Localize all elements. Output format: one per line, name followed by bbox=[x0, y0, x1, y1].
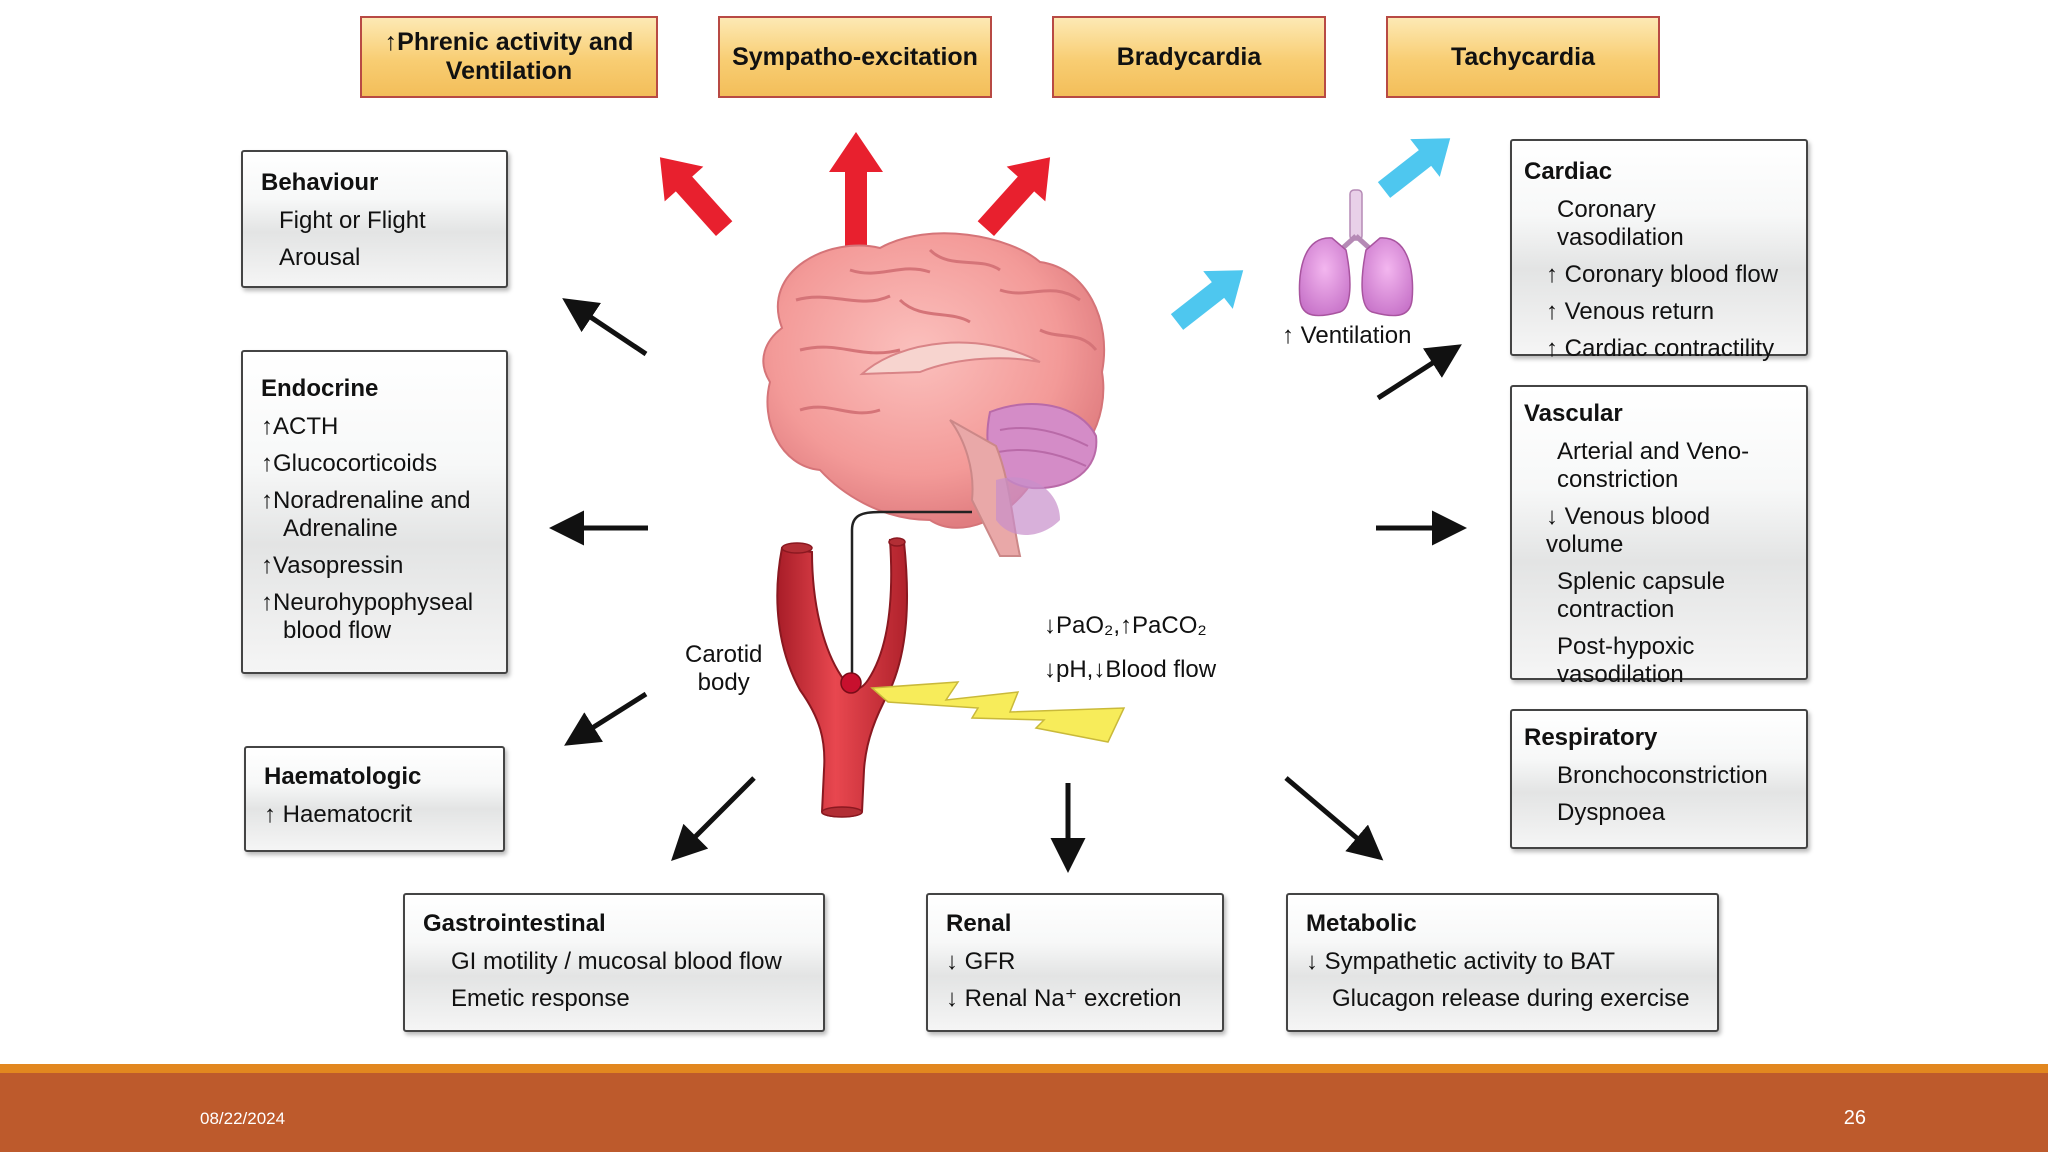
endocrine-item: ↑Noradrenaline and Adrenaline bbox=[261, 487, 471, 542]
top-effect-tachycardia: Tachycardia bbox=[1386, 16, 1660, 98]
red-arrow-icon bbox=[829, 132, 883, 262]
carotid-body-label: Carotid body bbox=[685, 641, 763, 696]
gastrointestinal-item: GI motility / mucosal blood flow bbox=[451, 948, 782, 975]
respiratory-title: Respiratory bbox=[1524, 724, 1658, 751]
vascular-item: Post-hypoxic vasodilation bbox=[1557, 633, 1695, 688]
stimuli-label-1: ↓PaO₂,↑PaCO₂ bbox=[1044, 612, 1207, 639]
carotid-body-icon bbox=[840, 672, 862, 694]
renal-box: Renal ↓ GFR ↓ Renal Na⁺ excretion bbox=[926, 893, 1224, 1032]
cardiac-title: Cardiac bbox=[1524, 158, 1613, 185]
behaviour-box: Behaviour Fight or Flight Arousal bbox=[241, 150, 508, 288]
arrow-to-haematologic bbox=[564, 691, 648, 746]
blue-arrow-icon bbox=[1170, 270, 1244, 330]
lungs-icon bbox=[1298, 189, 1414, 317]
respiratory-item: Bronchoconstriction bbox=[1557, 762, 1768, 789]
renal-title: Renal bbox=[946, 910, 1012, 937]
cardiac-item: ↑ Cardiac contractility bbox=[1546, 335, 1775, 362]
footer-date: 08/22/2024 bbox=[200, 1109, 286, 1128]
top-effect-bradycardia: Bradycardia bbox=[1052, 16, 1326, 98]
renal-item: ↓ GFR bbox=[946, 948, 1016, 975]
lightning-icon bbox=[870, 681, 1126, 743]
metabolic-item: ↓ Sympathetic activity to BAT bbox=[1306, 948, 1615, 975]
endocrine-title: Endocrine bbox=[261, 375, 379, 402]
metabolic-box: Metabolic ↓ Sympathetic activity to BAT … bbox=[1286, 893, 1719, 1032]
slide-footer: 08/22/2024 26 bbox=[0, 1073, 2048, 1152]
vascular-title: Vascular bbox=[1524, 400, 1623, 427]
red-arrow-icon bbox=[977, 157, 1051, 236]
behaviour-item: Arousal bbox=[279, 244, 361, 271]
gastrointestinal-title: Gastrointestinal bbox=[423, 910, 606, 937]
cardiac-item: Coronary vasodilation bbox=[1557, 196, 1684, 251]
ventilation-label: ↑ Ventilation bbox=[1282, 322, 1412, 349]
respiratory-item: Dyspnoea bbox=[1557, 799, 1666, 826]
top-effect-phrenic-ventilation: ↑Phrenic activity and Ventilation bbox=[360, 16, 658, 98]
arrow-to-metabolic bbox=[1284, 776, 1384, 861]
footer-accent-line bbox=[0, 1064, 2048, 1073]
blue-arrow-icon bbox=[1377, 138, 1451, 198]
cardiac-item: ↑ Coronary blood flow bbox=[1546, 261, 1779, 288]
haematologic-item: ↑ Haematocrit bbox=[264, 801, 413, 828]
endocrine-item: ↑Neurohypophyseal blood flow bbox=[261, 589, 474, 644]
arrow-to-gastrointestinal bbox=[671, 776, 756, 861]
cardiac-box: Cardiac Coronary vasodilation ↑ Coronary… bbox=[1510, 139, 1808, 362]
metabolic-item: Glucagon release during exercise bbox=[1332, 985, 1690, 1012]
vascular-item: ↓ Venous blood volume bbox=[1546, 503, 1711, 558]
stimuli-label-2: ↓pH,↓Blood flow bbox=[1044, 656, 1217, 683]
vascular-item: Arterial and Veno- constriction bbox=[1557, 438, 1750, 493]
haematologic-title: Haematologic bbox=[264, 763, 422, 790]
respiratory-box: Respiratory Bronchoconstriction Dyspnoea bbox=[1510, 709, 1808, 849]
endocrine-box: Endocrine ↑ACTH ↑Glucocorticoids ↑Noradr… bbox=[241, 350, 508, 674]
top-effect-sympatho-excitation: Sympatho-excitation bbox=[718, 16, 992, 98]
behaviour-item: Fight or Flight bbox=[279, 207, 426, 234]
red-arrow-icon bbox=[659, 157, 733, 236]
gastrointestinal-box: Gastrointestinal GI motility / mucosal b… bbox=[403, 893, 825, 1032]
arrow-to-behaviour bbox=[562, 298, 648, 357]
vascular-box: Vascular Arterial and Veno- constriction… bbox=[1510, 385, 1808, 688]
gastrointestinal-item: Emetic response bbox=[451, 985, 630, 1012]
arrow-to-cardiac bbox=[1376, 344, 1462, 401]
endocrine-item: ↑Vasopressin bbox=[261, 552, 404, 579]
metabolic-title: Metabolic bbox=[1306, 910, 1417, 937]
endocrine-item: ↑Glucocorticoids bbox=[261, 450, 438, 477]
renal-item: ↓ Renal Na⁺ excretion bbox=[946, 985, 1182, 1012]
behaviour-title: Behaviour bbox=[261, 169, 379, 196]
vascular-item: Splenic capsule contraction bbox=[1557, 568, 1726, 623]
haematologic-box: Haematologic ↑ Haematocrit bbox=[244, 746, 505, 852]
carotid-artery-icon bbox=[776, 537, 909, 818]
endocrine-item: ↑ACTH bbox=[261, 413, 339, 440]
footer-page-number: 26 bbox=[1843, 1107, 1866, 1129]
brain-icon bbox=[762, 232, 1106, 557]
cardiac-item: ↑ Venous return bbox=[1546, 298, 1715, 325]
